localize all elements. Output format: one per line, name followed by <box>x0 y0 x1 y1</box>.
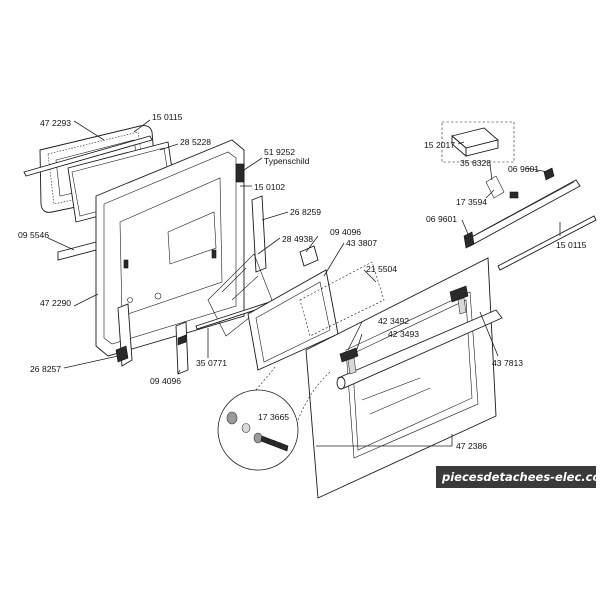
label-069601-top: 06 9601 <box>508 164 539 174</box>
label-069601-lower: 06 9601 <box>426 214 457 224</box>
label-150115-right: 15 0115 <box>556 240 587 250</box>
label-150115-top: 15 0115 <box>152 112 183 122</box>
watermark-banner: piecesdetachees-elec.com <box>436 466 600 488</box>
label-433807: 43 3807 <box>346 238 377 248</box>
label-423493: 42 3493 <box>388 329 419 339</box>
label-519252: 51 9252 <box>264 147 295 157</box>
rod-part-right <box>497 215 597 271</box>
label-268257: 26 8257 <box>30 364 61 374</box>
label-350771: 35 0771 <box>196 358 227 368</box>
label-173594: 17 3594 <box>456 197 487 207</box>
clip-part <box>485 175 519 199</box>
label-152017: 15 2017 <box>424 140 455 150</box>
inner-door-frame-part <box>95 139 267 367</box>
label-215504: 21 5504 <box>366 264 397 274</box>
label-095546: 09 5546 <box>18 230 49 240</box>
outer-door-panel-part <box>305 257 497 499</box>
top-rail-part <box>463 167 581 249</box>
label-472293: 47 2293 <box>40 118 71 128</box>
right-group-dashed-box <box>441 121 515 163</box>
screw-detail-circle <box>217 365 331 471</box>
label-472290: 47 2290 <box>40 298 71 308</box>
type-plate-part <box>235 163 245 183</box>
door-handle-part <box>336 285 503 390</box>
label-094096-lower: 09 4096 <box>150 376 181 386</box>
label-268259: 26 8259 <box>290 207 321 217</box>
label-284938: 28 4938 <box>282 234 313 244</box>
label-356328: 35 6328 <box>460 158 491 168</box>
leader-lines <box>47 119 561 447</box>
watermark-text: piecesdetachees-elec.com <box>441 470 600 484</box>
label-173665: 17 3665 <box>258 412 289 422</box>
label-437813: 43 7813 <box>492 358 523 368</box>
label-094096-upper: 09 4096 <box>330 227 361 237</box>
label-150102: 15 0102 <box>254 182 285 192</box>
middle-glass-part <box>299 261 385 337</box>
hinge-bracket-lower-part <box>175 321 189 375</box>
label-typenschild: Typenschild <box>264 156 310 166</box>
label-285228: 28 5228 <box>180 137 211 147</box>
rod-part-top <box>23 135 153 177</box>
label-423492: 42 3492 <box>378 316 409 326</box>
label-472386: 47 2386 <box>456 441 487 451</box>
hinge-upper-part <box>299 245 319 267</box>
